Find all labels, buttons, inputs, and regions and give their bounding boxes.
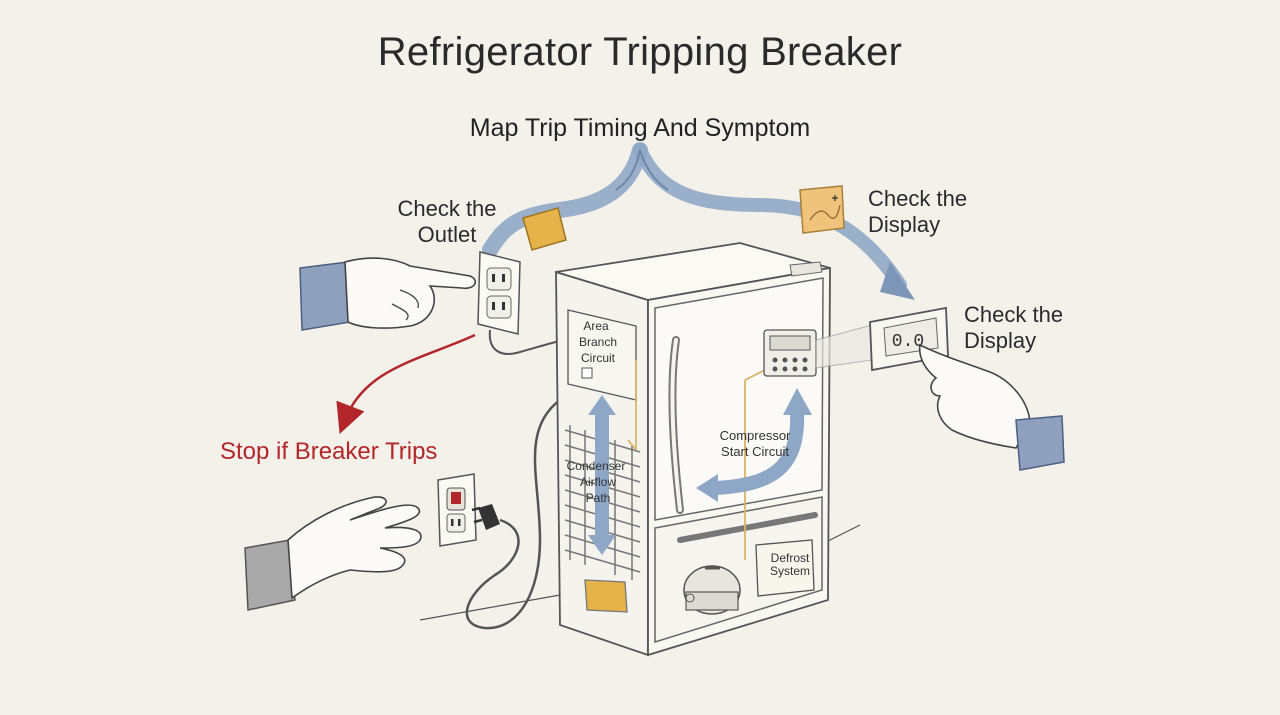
sticky-note-icon	[799, 185, 845, 234]
refrigerator	[555, 242, 873, 657]
callout-check-outlet: Check the Outlet	[397, 196, 497, 247]
compressor-icon	[683, 565, 741, 615]
callout-check-display-top: Check the Display	[868, 186, 968, 237]
pressing-hand-icon	[918, 343, 1065, 471]
area-branch-circuit-label: Area Branch Circuit	[579, 319, 617, 365]
condenser-airflow-path-label: Condenser Airflow Path	[567, 459, 626, 505]
tape-strip	[522, 207, 567, 251]
defrost-line-1: Defrost	[771, 551, 810, 565]
stop-warning-arrow	[336, 333, 476, 434]
condenser-line-2: Airflow	[580, 475, 616, 489]
breaker-outlet-icon	[437, 473, 477, 547]
defrost-line-2: System	[770, 564, 810, 578]
diagram-subtitle: Map Trip Timing And Symptom	[469, 114, 811, 142]
compressor-line-1: Compressor	[720, 428, 791, 443]
wall-outlet-icon	[477, 251, 576, 355]
compressor-line-2: Start Circuit	[721, 444, 789, 459]
area-branch-line-2: Branch	[579, 335, 617, 349]
display-readout: 0.0	[892, 332, 924, 352]
area-branch-line-1: Area	[583, 319, 609, 333]
condenser-line-3: Path	[586, 491, 611, 505]
reaching-hand-icon	[244, 496, 422, 611]
compressor-start-circuit-label: Compressor Start Circuit	[720, 428, 791, 459]
page-title: Refrigerator Tripping Breaker	[377, 30, 903, 74]
pointing-hand-icon	[299, 257, 477, 331]
defrost-system-label: Defrost System	[770, 551, 810, 578]
callout-check-display-right: Check the Display	[964, 302, 1064, 353]
stop-if-breaker-trips-label: Stop if Breaker Trips	[220, 438, 438, 465]
branch-arrows	[482, 142, 915, 300]
area-branch-line-3: Circuit	[581, 351, 616, 365]
condenser-line-1: Condenser	[567, 459, 626, 473]
